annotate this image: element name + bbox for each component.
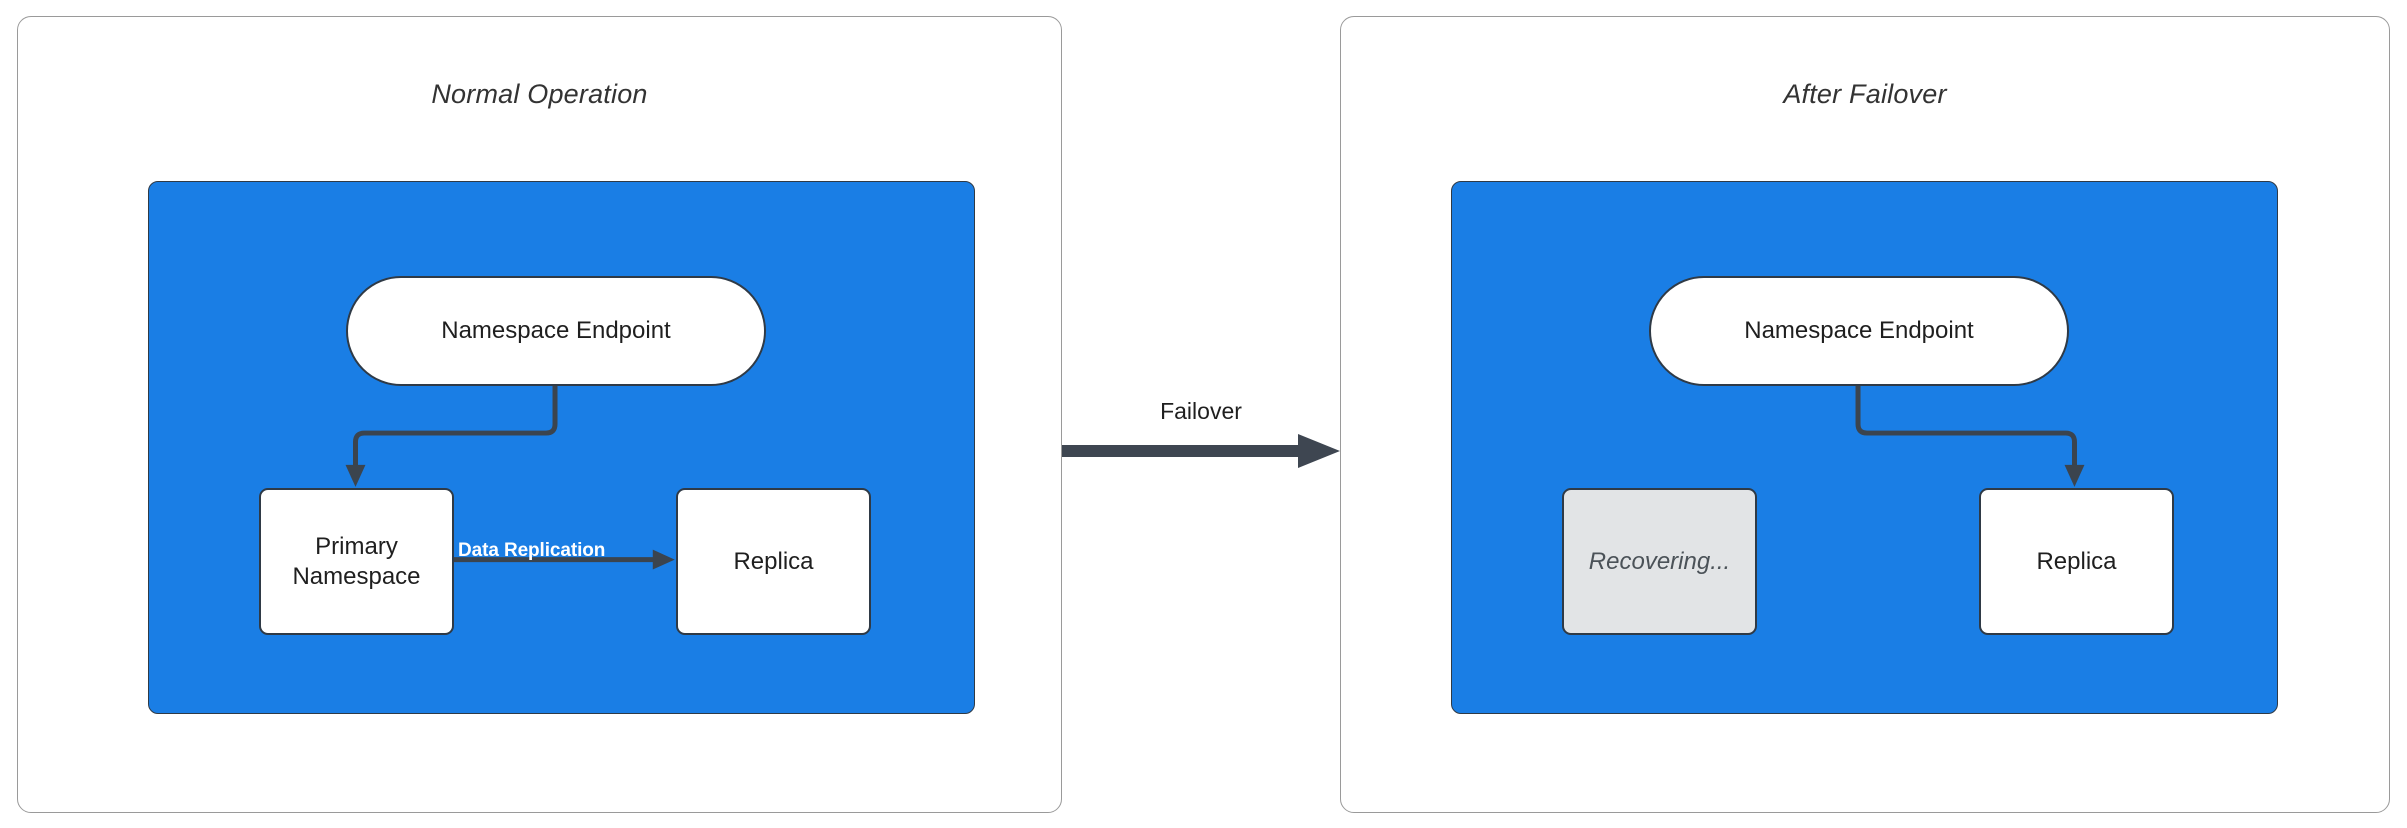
- node-replica-failover[interactable]: Replica: [1979, 488, 2174, 635]
- node-primary-namespace-line2: Namespace: [292, 562, 421, 590]
- failover-label: Failover: [1160, 398, 1242, 424]
- cluster-box-normal-operation: Namespace Endpoint Primary Namespace Rep…: [148, 181, 975, 714]
- edge-label-data-replication: Data Replication: [458, 540, 606, 561]
- failover-arrow-icon: [1062, 434, 1340, 468]
- arrowhead-right-icon: [652, 549, 675, 570]
- panel-normal-operation: Normal Operation Namespace Endpoint Prim…: [17, 16, 1062, 813]
- cluster-box-after-failover: Namespace Endpoint Recovering... Replica: [1451, 181, 2278, 714]
- node-replica-normal[interactable]: Replica: [676, 488, 871, 635]
- node-recovering[interactable]: Recovering...: [1562, 488, 1757, 635]
- arrowhead-down-icon: [2064, 464, 2085, 487]
- node-primary-namespace[interactable]: Primary Namespace: [259, 488, 454, 635]
- failover-transition: Failover: [1062, 398, 1340, 478]
- panel-title-after-failover: After Failover: [1783, 79, 1947, 109]
- arrowhead-down-icon: [345, 464, 366, 487]
- panel-after-failover: After Failover Namespace Endpoint Recove…: [1340, 16, 2390, 813]
- node-namespace-endpoint-failover[interactable]: Namespace Endpoint: [1649, 276, 2069, 386]
- panel-title-normal-operation: Normal Operation: [431, 79, 648, 109]
- node-namespace-endpoint-normal[interactable]: Namespace Endpoint: [346, 276, 766, 386]
- node-primary-namespace-line1: Primary: [315, 533, 398, 561]
